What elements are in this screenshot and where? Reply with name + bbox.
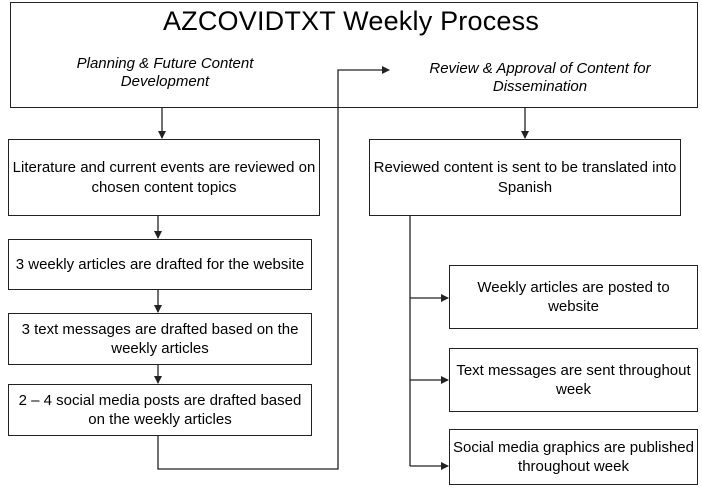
left-step-4-text: 2 – 4 social media posts are drafted bas… — [18, 391, 302, 429]
right-step-2: Text messages are sent throughout week — [449, 348, 698, 412]
left-step-3: 3 text messages are drafted based on the… — [8, 313, 312, 365]
left-step-2: 3 weekly articles are drafted for the we… — [8, 239, 312, 290]
right-step-2-text: Text messages are sent throughout week — [456, 361, 691, 399]
arrow-left-to-review — [157, 66, 390, 470]
left-step-4: 2 – 4 social media posts are drafted bas… — [8, 384, 312, 436]
header-box — [10, 2, 698, 108]
right-step-3-text: Social media graphics are published thro… — [453, 438, 694, 476]
left-step-1-text: Literature and current events are review… — [12, 159, 316, 196]
right-heading: Review & Approval of Content for Dissemi… — [429, 60, 651, 95]
left-heading: Planning & Future Content Development — [76, 55, 254, 90]
left-step-3-text: 3 text messages are drafted based on the… — [21, 320, 299, 358]
left-step-2-text: 3 weekly articles are drafted for the we… — [15, 255, 305, 273]
right-step-3: Social media graphics are published thro… — [449, 429, 698, 485]
right-main-step: Reviewed content is sent to be translate… — [369, 139, 681, 216]
diagram-title: AZCOVIDTXT Weekly Process — [162, 6, 540, 36]
right-step-1: Weekly articles are posted to website — [449, 265, 698, 329]
left-step-1: Literature and current events are review… — [8, 139, 320, 216]
right-step-1-text: Weekly articles are posted to website — [477, 278, 670, 316]
right-main-step-text: Reviewed content is sent to be translate… — [373, 159, 677, 196]
